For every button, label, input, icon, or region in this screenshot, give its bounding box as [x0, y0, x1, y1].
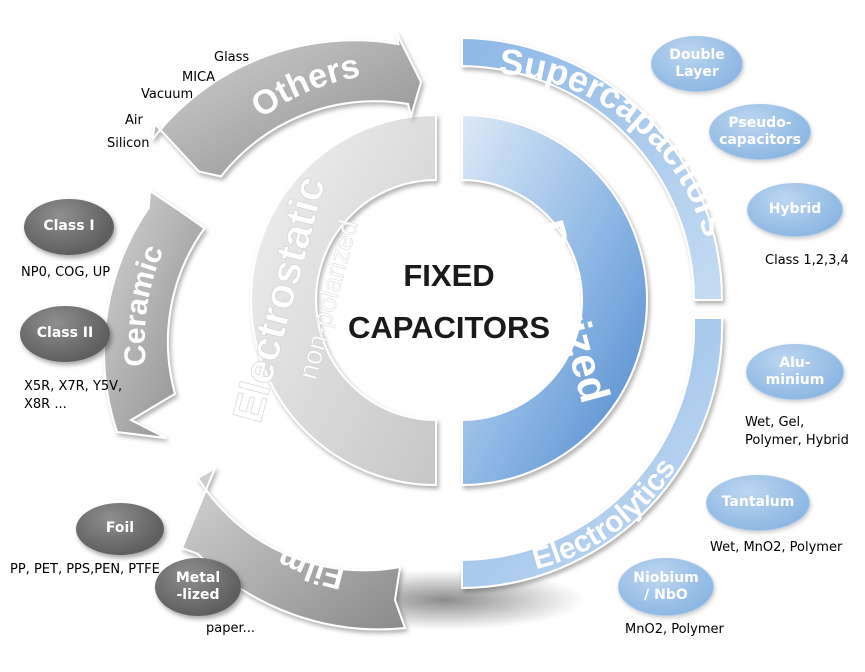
supercapacitors-arc [461, 36, 724, 301]
class-2-detail: X5R, X7R, Y5V, X8R ... [24, 379, 123, 412]
foil-detail: PP, PET, PPS,PEN, PTFE [10, 562, 160, 577]
others-item-vacuum: Vacuum [141, 87, 194, 102]
tantalum-bubble: Tantalum [706, 475, 810, 531]
hybrid-detail: Class 1,2,3,4 [765, 253, 849, 268]
others-arrow [151, 31, 423, 178]
class-1-bubble: Class I [24, 199, 114, 255]
metallized-bubble: Metal -lized [155, 558, 241, 616]
center-title-line1: FIXED [403, 258, 494, 293]
foil-bubble: Foil [76, 503, 164, 555]
film-arrow [180, 465, 407, 631]
center-title-line2: CAPACITORS [348, 310, 550, 345]
ceramic-arrow [103, 189, 206, 439]
metallized-detail: paper... [206, 621, 256, 636]
electrostatic-half [250, 113, 437, 487]
niobium-bubble: Niobium / NbO [618, 558, 714, 616]
tantalum-detail: Wet, MnO2, Polymer [710, 540, 843, 555]
others-item-air: Air [125, 113, 143, 128]
others-item-mica: MICA [182, 70, 216, 85]
aluminium-bubble: Alu- minium [746, 344, 844, 400]
others-item-glass: Glass [214, 50, 250, 65]
hybrid-bubble: Hybrid [747, 183, 843, 237]
aluminium-detail: Wet, Gel, Polymer, Hybrid [745, 415, 849, 448]
others-item-silicon: Silicon [107, 136, 150, 151]
electrolytics-arc [461, 317, 724, 590]
class-1-detail: NP0, COG, UP [21, 265, 111, 280]
niobium-detail: MnO2, Polymer [625, 622, 724, 637]
polarized-half [461, 113, 648, 487]
double-layer-bubble: Double Layer [651, 36, 743, 92]
pseudocapacitors-bubble: Pseudo- capacitors [709, 104, 811, 160]
class-2-bubble: Class II [20, 306, 110, 362]
